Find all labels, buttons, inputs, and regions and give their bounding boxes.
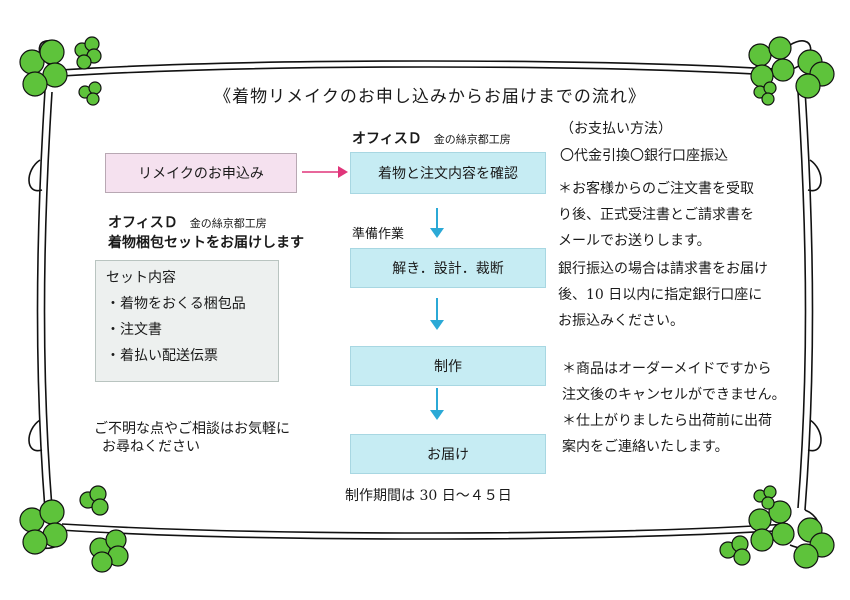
payment-note-1: ＊お客様からのご注文書を受取 り後、正式受注書とご請求書を メールでお送りします… <box>558 176 754 254</box>
set-heading: セット内容 <box>106 270 176 286</box>
notice-block: ＊商品はオーダーメイドですから 注文後のキャンセルができません。 ＊仕上がりまし… <box>562 356 786 460</box>
contact-line-2: お尋ねください <box>102 439 200 455</box>
note-line: り後、正式受注書とご請求書を <box>558 207 754 223</box>
office-name: オフィスＤ <box>108 215 178 231</box>
notice-line: 注文後のキャンセルができません。 <box>562 387 786 403</box>
pink-arrow-icon <box>302 166 348 178</box>
payment-note-2: 銀行振込の場合は請求書をお届け 後、10 日以内に指定銀行口座に お振込みくださ… <box>558 256 768 334</box>
flow-confirm-box: 着物と注文内容を確認 <box>350 152 546 194</box>
office-sub: 金の絲京都工房 <box>433 133 511 146</box>
down-arrow-icon <box>430 298 444 330</box>
clover-group <box>19 36 835 573</box>
office-sub: 金の絲京都工房 <box>189 217 267 230</box>
flow-delivery-box: お届け <box>350 434 546 474</box>
note-line: 銀行振込の場合は請求書をお届け <box>558 261 768 277</box>
packing-set-line: 着物梱包セットをお届けします <box>108 235 304 251</box>
set-contents-box: セット内容 ・着物をおくる梱包品 ・注文書 ・着払い配送伝票 <box>95 260 279 382</box>
payment-methods: 〇代金引換〇銀行口座振込 <box>560 148 728 164</box>
remake-apply-box: リメイクのお申込み <box>105 153 297 193</box>
production-period: 制作期間は 30 日～４５日 <box>345 488 512 504</box>
list-item: ・着物をおくる梱包品 <box>106 296 246 312</box>
flow-production-box: 制作 <box>350 346 546 386</box>
note-line: お振込みください。 <box>558 313 684 329</box>
office-label-left: オフィスＤ 金の絲京都工房 <box>108 212 267 232</box>
payment-heading: （お支払い方法） <box>560 121 672 137</box>
notice-line: ＊仕上がりましたら出荷前に出荷 <box>562 413 772 429</box>
office-label-top: オフィスＤ 金の絲京都工房 <box>352 128 511 148</box>
list-item: ・着払い配送伝票 <box>106 348 218 364</box>
prep-label: 準備作業 <box>352 227 405 242</box>
flow-unravel-box: 解き．設計．裁断 <box>350 248 546 288</box>
office-name: オフィスＤ <box>352 131 422 147</box>
down-arrow-icon <box>430 388 444 420</box>
list-item: ・注文書 <box>106 322 162 338</box>
down-arrow-icon <box>430 208 444 238</box>
notice-line: ＊商品はオーダーメイドですから <box>562 361 772 377</box>
notice-line: 案内をご連絡いたします。 <box>562 439 729 455</box>
note-line: ＊お客様からのご注文書を受取 <box>558 181 754 197</box>
note-line: 後、10 日以内に指定銀行口座に <box>558 287 763 303</box>
page-title: 《着物リメイクのお申し込みからお届けまでの流れ》 <box>214 87 646 107</box>
contact-line-1: ご不明な点やご相談はお気軽に <box>94 421 290 437</box>
note-line: メールでお送りします。 <box>558 233 711 249</box>
contact-note: ご不明な点やご相談はお気軽に お尋ねください <box>94 420 290 456</box>
